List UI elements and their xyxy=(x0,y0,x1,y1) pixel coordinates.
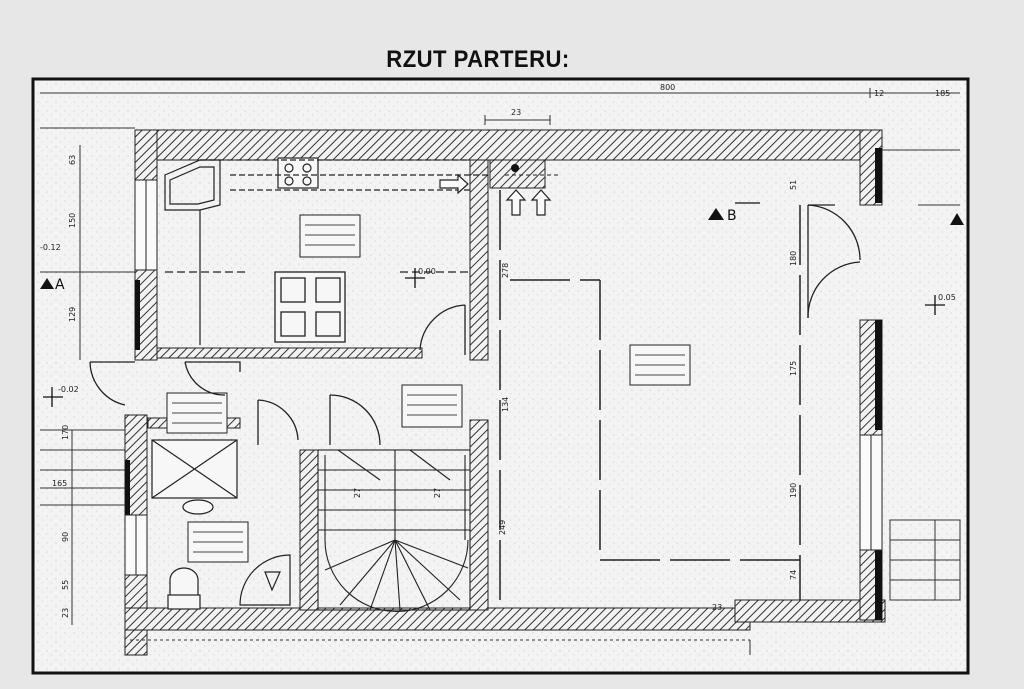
staircase xyxy=(317,449,471,613)
dim-stair-27b: 27 xyxy=(433,488,442,498)
door-swings xyxy=(89,204,861,446)
dim-bottom-23: 23 xyxy=(712,603,722,612)
level-kitchen-label: 0.00 xyxy=(418,267,436,276)
section-a-marker-icon xyxy=(40,278,54,289)
dim-mid-278: 278 xyxy=(501,263,510,278)
dim-left-23: 23 xyxy=(61,608,70,618)
chimney xyxy=(489,159,546,189)
dim-top-23: 23 xyxy=(511,108,521,117)
dim-left-150: 150 xyxy=(68,213,77,228)
terrace-grid xyxy=(130,149,961,655)
dim-left-63: 63 xyxy=(68,155,77,165)
windows xyxy=(124,179,883,576)
dim-right-51: 51 xyxy=(789,180,798,190)
top-dimension-line xyxy=(40,88,960,129)
dim-right-180: 180 xyxy=(789,251,798,266)
dim-top-12: 12 xyxy=(874,89,884,98)
section-b-label: B xyxy=(727,208,737,224)
boiler-room-fixture xyxy=(151,439,238,499)
dim-left-129: 129 xyxy=(68,307,77,322)
dim-stair-27a: 27 xyxy=(353,488,362,498)
dim-left-55: 55 xyxy=(61,580,70,590)
dim-left-170: 170 xyxy=(61,425,70,440)
dim-mid-249: 249 xyxy=(498,520,507,535)
dim-mid-134: 134 xyxy=(501,397,510,412)
dim-right-74: 74 xyxy=(789,570,798,580)
level-left-label: -0.02 xyxy=(58,385,79,394)
chimney-flue-icon xyxy=(511,164,519,172)
dim-left-90: 90 xyxy=(61,532,70,542)
wc-fixtures xyxy=(167,499,291,610)
dim-right-175: 175 xyxy=(789,361,798,376)
dim-left-165: 165 xyxy=(52,479,67,488)
dim-top-800: 800 xyxy=(660,83,675,92)
dim-right-190: 190 xyxy=(789,483,798,498)
section-b-marker-icon xyxy=(708,208,724,220)
airflow-arrows-icon xyxy=(439,173,552,216)
section-a-label: A xyxy=(55,277,65,293)
dining-table xyxy=(274,271,346,343)
section-b-end-marker-icon xyxy=(950,213,964,225)
dim-top-185: 185 xyxy=(935,89,950,98)
living-room-outline xyxy=(499,190,801,610)
left-dimension-lines xyxy=(40,145,135,625)
level-a-label: -0.12 xyxy=(40,243,61,252)
wall-edges xyxy=(125,148,882,620)
page-title: RZUT PARTERU: xyxy=(386,46,570,73)
level-right-label: 0.05 xyxy=(938,293,956,302)
room-label-lines xyxy=(172,224,685,553)
level-markers xyxy=(43,268,945,407)
